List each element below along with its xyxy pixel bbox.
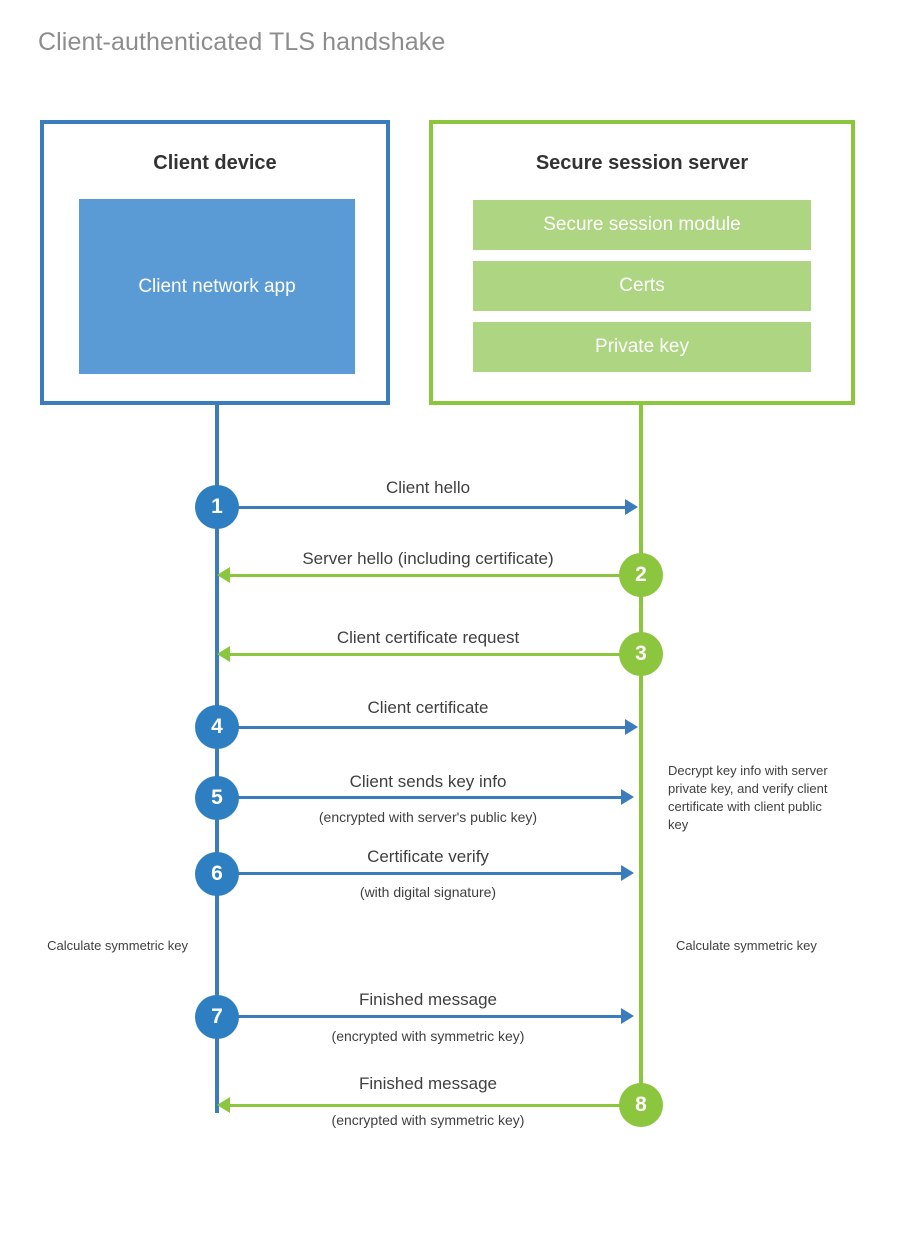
step-8-line: [230, 1104, 641, 1107]
step-5-sublabel: (encrypted with server's public key): [318, 809, 538, 825]
step-4-label: Client certificate: [367, 698, 489, 717]
server-lifeline: [639, 405, 643, 1105]
step-6-line: [217, 872, 621, 875]
secure-session-server-title: Secure session server: [535, 152, 749, 174]
page-title: Client-authenticated TLS handshake: [38, 28, 446, 56]
server-calculate-note: Calculate symmetric key: [676, 938, 817, 953]
step-2-arrowhead-icon: [217, 567, 230, 583]
step-8-arrowhead-icon: [217, 1097, 230, 1113]
client-calculate-note: Calculate symmetric key: [47, 938, 188, 953]
step-1-marker[interactable]: 1: [195, 485, 239, 529]
step-7-marker[interactable]: 7: [195, 995, 239, 1039]
step-1-arrowhead-icon: [625, 499, 638, 515]
step-4-line: [217, 726, 625, 729]
step-4-arrowhead-icon: [625, 719, 638, 735]
step-7-line: [217, 1015, 621, 1018]
step-3-arrowhead-icon: [217, 646, 230, 662]
step-6-arrowhead-icon: [621, 865, 634, 881]
client-device-title: Client device: [153, 152, 277, 174]
step-4-marker[interactable]: 4: [195, 705, 239, 749]
step-1-label: Client hello: [385, 478, 471, 497]
step-3-marker[interactable]: 3: [619, 632, 663, 676]
step-6-sublabel: (with digital signature): [359, 884, 497, 900]
step-5-arrowhead-icon: [621, 789, 634, 805]
step-5-marker[interactable]: 5: [195, 776, 239, 820]
client-lifeline: [215, 405, 219, 1113]
client-device-box: Client device Client network app: [40, 120, 390, 405]
step-3-label: Client certificate request: [336, 628, 520, 647]
client-network-app-box: Client network app: [79, 199, 355, 374]
server-decrypt-note: Decrypt key info with server private key…: [668, 763, 828, 832]
server-component-certs: Certs: [473, 261, 811, 311]
step-5-label: Client sends key info: [349, 772, 507, 791]
step-6-marker[interactable]: 6: [195, 852, 239, 896]
step-2-marker[interactable]: 2: [619, 553, 663, 597]
step-2-label: Server hello (including certificate): [302, 549, 554, 568]
step-8-label: Finished message: [359, 1074, 497, 1093]
server-component-private-key: Private key: [473, 322, 811, 372]
step-5-line: [217, 796, 621, 799]
step-8-sublabel: (encrypted with symmetric key): [331, 1112, 525, 1128]
step-6-label: Certificate verify: [367, 847, 489, 866]
step-1-line: [217, 506, 625, 509]
step-8-marker[interactable]: 8: [619, 1083, 663, 1127]
server-component-secure-session-module: Secure session module: [473, 200, 811, 250]
step-7-label: Finished message: [359, 990, 497, 1009]
step-3-line: [230, 653, 641, 656]
step-7-arrowhead-icon: [621, 1008, 634, 1024]
server-components-list: Secure session module Certs Private key: [473, 200, 811, 383]
step-2-line: [230, 574, 641, 577]
secure-session-server-box: Secure session server Secure session mod…: [429, 120, 855, 405]
step-7-sublabel: (encrypted with symmetric key): [331, 1028, 525, 1044]
